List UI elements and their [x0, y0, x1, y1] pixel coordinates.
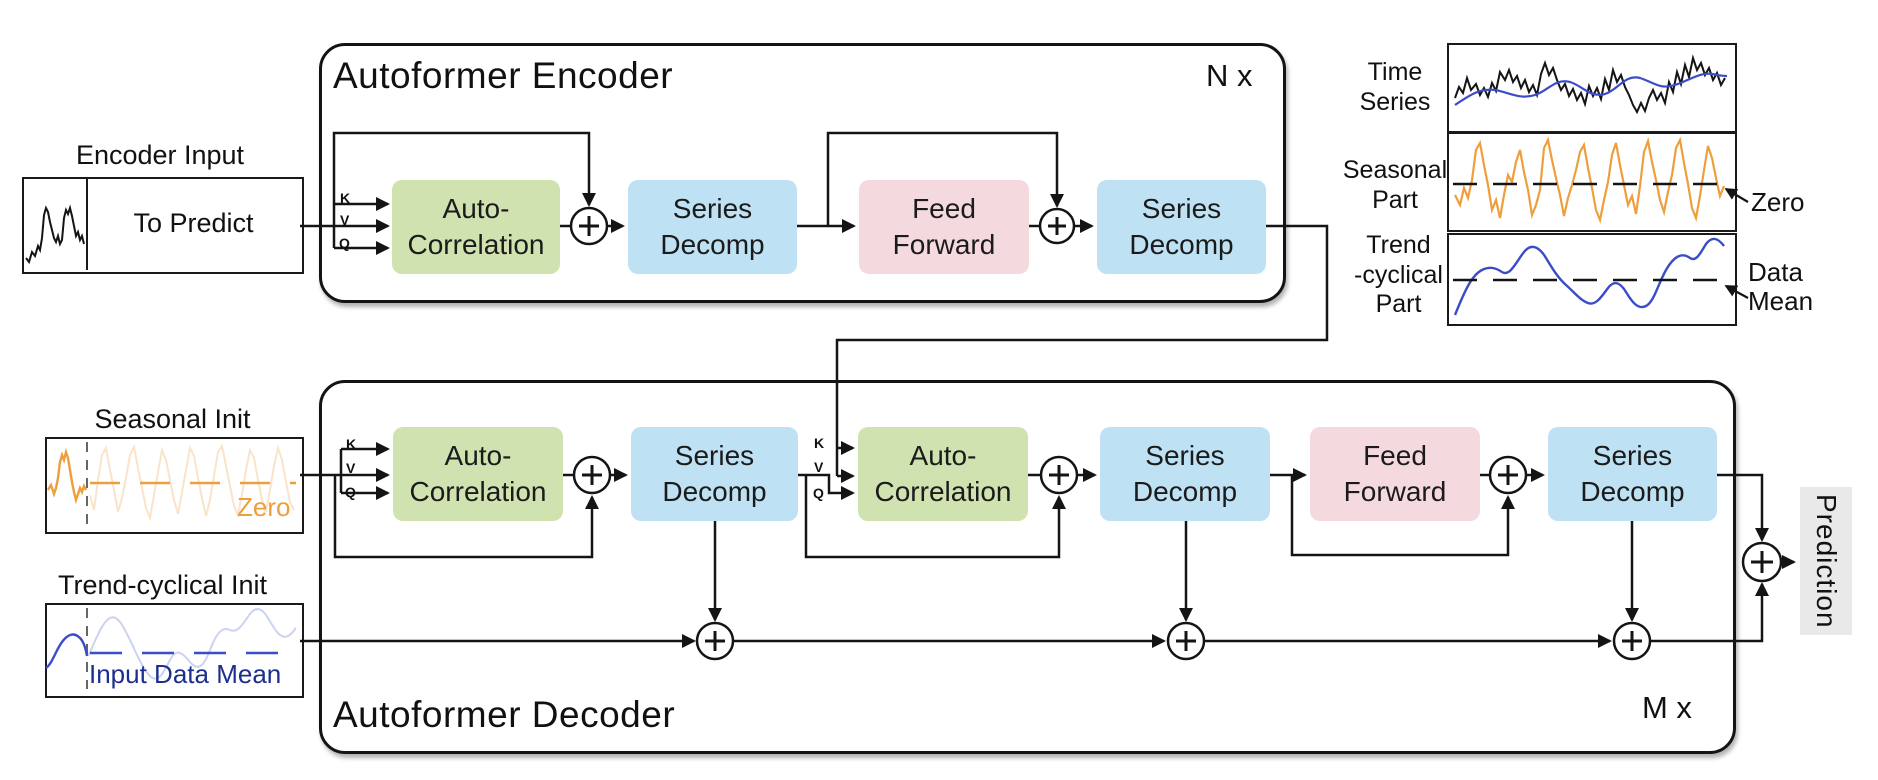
- encoder-q-label: Q: [339, 235, 350, 251]
- encoder-series-decomp-1-block: Series Decomp: [628, 180, 797, 274]
- block-label: Auto- Correlation: [409, 440, 547, 507]
- decoder-ac1-k-label: K: [346, 436, 357, 452]
- decoder-ac2-q-label: Q: [813, 485, 824, 501]
- plus-node: [572, 455, 612, 495]
- time-series-sketch: [1454, 54, 1728, 115]
- encoder-feed-forward-block: Feed Forward: [859, 180, 1029, 274]
- encoder-repeat-label: N x: [1206, 58, 1253, 93]
- block-label: Series Decomp: [1580, 440, 1685, 507]
- decoder-auto-correlation-2-block: Auto- Correlation: [858, 427, 1028, 521]
- decoder-flow-lines: [300, 442, 1769, 559]
- seasonal-init-sketch: [46, 442, 296, 525]
- seasonal-part-label: Seasonal Part: [1342, 156, 1448, 214]
- encoder-series-decomp-2-block: Series Decomp: [1097, 180, 1266, 274]
- block-label: Feed Forward: [1343, 440, 1447, 507]
- to-predict-label: To Predict: [133, 208, 254, 238]
- plus-node: [1488, 455, 1528, 495]
- trend-init-sketch: [45, 608, 297, 689]
- plus-nodes: [569, 206, 1783, 661]
- encoder-input-label: Encoder Input: [75, 140, 245, 170]
- decoder-auto-correlation-1-block: Auto- Correlation: [393, 427, 563, 521]
- encoder-v-label: V: [340, 212, 350, 228]
- plus-node: [1038, 207, 1076, 245]
- block-label: Series Decomp: [1129, 193, 1234, 260]
- decoder-series-decomp-3-block: Series Decomp: [1548, 427, 1717, 521]
- prediction-output: Prediction: [1800, 487, 1852, 635]
- plus-node: [1039, 455, 1079, 495]
- trend-flow-lines: [300, 521, 1796, 648]
- decoder-ac1-v-label: V: [346, 460, 356, 476]
- block-label: Auto- Correlation: [407, 193, 545, 260]
- block-label: Series Decomp: [1132, 440, 1238, 507]
- decoder-ac1-q-label: Q: [345, 484, 356, 500]
- trend-part-sketch: [1453, 237, 1749, 316]
- plus-node: [1612, 621, 1652, 661]
- decoder-title: Autoformer Decoder: [333, 694, 676, 735]
- decoder-ac2-v-label: V: [814, 459, 824, 475]
- decoder-repeat-label: M x: [1642, 690, 1692, 725]
- decoder-ac2-k-label: K: [814, 435, 825, 451]
- block-label: Series Decomp: [662, 440, 767, 507]
- block-label: Feed Forward: [892, 193, 996, 260]
- block-label: Auto- Correlation: [874, 440, 1012, 507]
- trend-init-label: Trend-cyclical Init: [57, 570, 268, 600]
- plus-node: [569, 206, 609, 246]
- seasonal-init-zero-label: Zero: [237, 492, 291, 522]
- plus-node: [695, 621, 735, 661]
- seasonal-part-sketch: [1453, 136, 1749, 224]
- zero-annotation: Zero: [1751, 187, 1805, 217]
- seasonal-init-label: Seasonal Init: [94, 404, 251, 434]
- plus-node: [1166, 621, 1206, 661]
- decoder-series-decomp-2-block: Series Decomp: [1100, 427, 1270, 521]
- time-series-label: Time Series: [1359, 58, 1431, 116]
- data-mean-annotation: Data Mean: [1748, 257, 1814, 317]
- encoder-input-sketch: [25, 177, 88, 270]
- trend-cyclical-part-label: Trend -cyclical Part: [1354, 231, 1443, 318]
- encoder-k-label: K: [340, 190, 351, 206]
- input-data-mean-label: Input Data Mean: [89, 659, 282, 689]
- encoder-auto-correlation-block: Auto- Correlation: [392, 180, 560, 274]
- prediction-label: Prediction: [1811, 493, 1842, 629]
- decoder-series-decomp-1-block: Series Decomp: [631, 427, 798, 521]
- seasonal-init-box: [45, 437, 304, 534]
- encoder-input-box: [22, 177, 304, 274]
- plus-node: [1741, 541, 1783, 583]
- trend-init-box: [45, 603, 304, 698]
- encoder-flow-lines: [300, 131, 1329, 483]
- decoder-feed-forward-block: Feed Forward: [1310, 427, 1480, 521]
- block-label: Series Decomp: [660, 193, 765, 260]
- encoder-title: Autoformer Encoder: [333, 55, 674, 96]
